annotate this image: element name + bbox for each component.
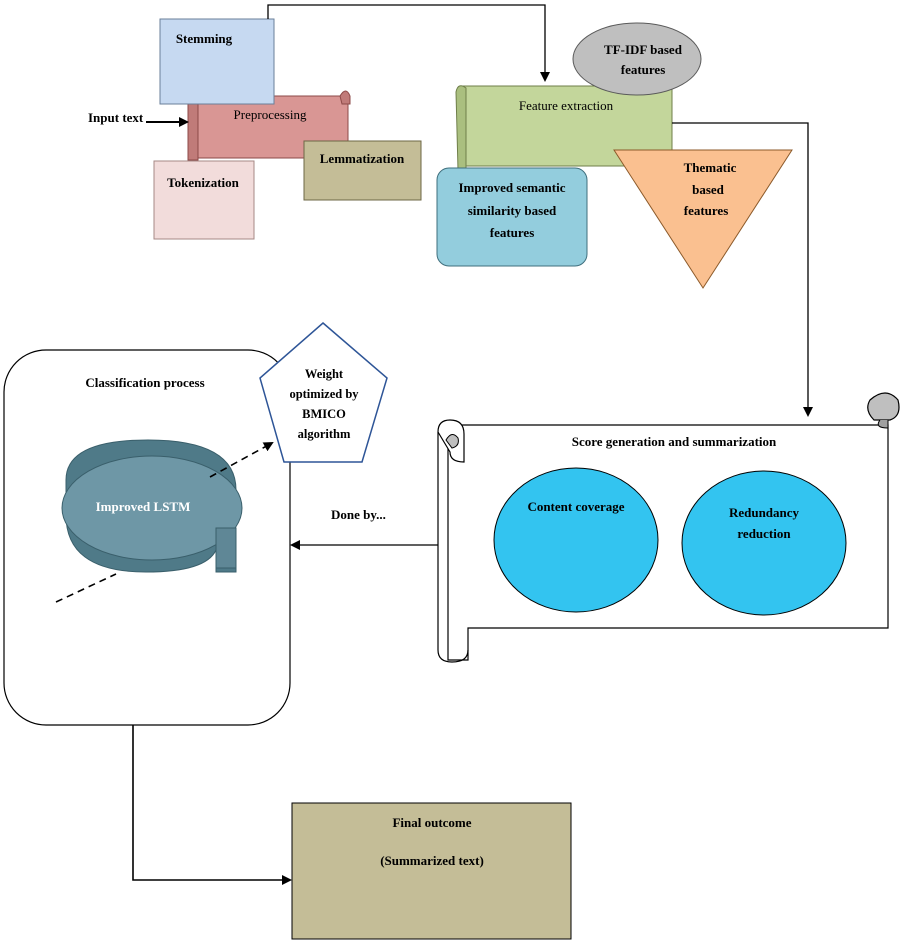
final-title: Final outcome	[392, 815, 471, 830]
lstm-label: Improved LSTM	[96, 499, 191, 514]
scroll-curl-bottom	[445, 434, 459, 449]
semantic-label-3: features	[490, 225, 535, 240]
thematic-label-2: based	[692, 182, 725, 197]
stemming-label: Stemming	[176, 31, 233, 46]
final-outcome-box	[291, 802, 572, 940]
semantic-label-1: Improved semantic	[458, 180, 565, 195]
semantic-label-2: similarity based	[468, 203, 557, 218]
classification-to-final-arrow	[132, 725, 292, 885]
input-text-label: Input text	[88, 110, 144, 125]
thematic-triangle	[613, 149, 793, 289]
classification-cluster: Classification process Improved LSTM Wei…	[3, 322, 388, 726]
preprocessing-to-features-arrow	[267, 4, 550, 82]
weight-pentagon	[259, 322, 388, 463]
lstm-shape: Improved LSTM	[61, 439, 243, 573]
weight-label-2: optimized by	[289, 387, 359, 401]
features-to-score-arrow	[672, 122, 813, 417]
weight-label-3: BMICO	[302, 407, 346, 421]
tokenization-label: Tokenization	[167, 175, 240, 190]
final-subtitle: (Summarized text)	[380, 853, 484, 868]
weight-label-1: Weight	[305, 367, 344, 381]
tfidf-label-1: TF-IDF based	[604, 42, 683, 57]
redundancy-label-1: Redundancy	[729, 505, 800, 520]
lemmatization-label: Lemmatization	[320, 151, 405, 166]
content-coverage-ellipse	[493, 467, 659, 613]
tokenization-box	[153, 160, 255, 240]
score-title: Score generation and summarization	[572, 434, 777, 449]
redundancy-label-2: reduction	[737, 526, 791, 541]
content-coverage-label: Content coverage	[527, 499, 624, 514]
stemming-box	[159, 18, 275, 105]
preprocessing-title: Preprocessing	[234, 107, 307, 122]
preprocessing-cluster: Preprocessing Stemming Tokenization Lemm…	[153, 18, 422, 240]
score-cluster: Score generation and summarization Conte…	[437, 392, 900, 663]
lemmatization-box	[303, 140, 422, 201]
scroll-curl-top	[867, 392, 900, 421]
thematic-label-3: features	[684, 203, 729, 218]
feature-extraction-scroll: Feature extraction	[455, 85, 673, 171]
thematic-label-1: Thematic	[684, 160, 737, 175]
feature-extraction-cluster: Feature extraction TF-IDF based features…	[436, 22, 793, 289]
tfidf-ellipse	[572, 22, 702, 96]
tfidf-label-2: features	[621, 62, 666, 77]
feature-extraction-title: Feature extraction	[519, 98, 614, 113]
weight-label-4: algorithm	[298, 427, 351, 441]
redundancy-ellipse	[681, 470, 847, 616]
done-by-label: Done by...	[331, 507, 386, 522]
classification-title: Classification process	[85, 375, 204, 390]
preprocessing-scroll: Preprocessing	[187, 90, 351, 161]
semantic-features-box	[436, 167, 588, 267]
